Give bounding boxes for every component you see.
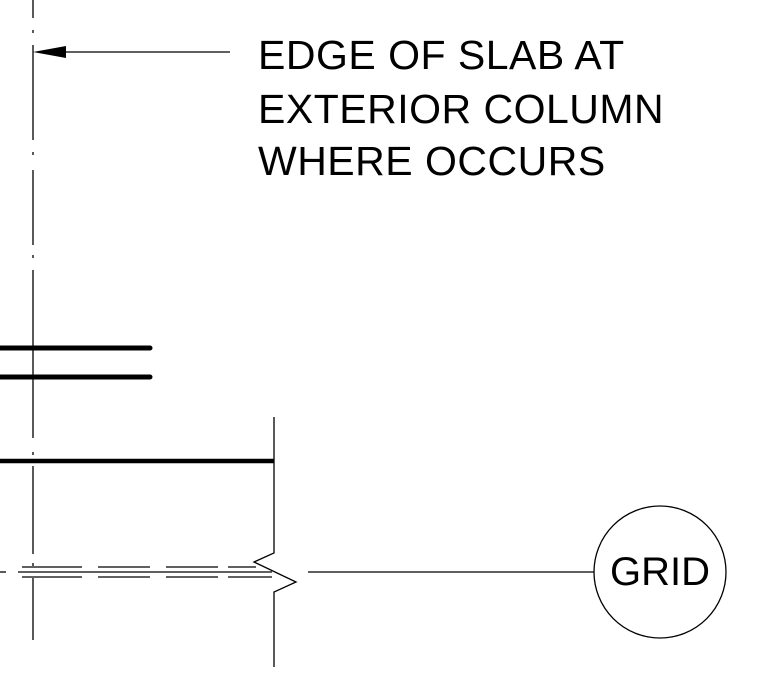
note-line-2: EXTERIOR COLUMN: [258, 86, 665, 132]
arrowhead-icon: [33, 46, 66, 58]
grid-bubble-label: GRID: [610, 550, 710, 594]
grid-bubble-circle: [593, 505, 727, 639]
hidden-lines: [22, 566, 272, 578]
slab-edge-lines: [0, 345, 153, 380]
note-line-3: WHERE OCCURS: [258, 138, 606, 184]
note-line-1: EDGE OF SLAB AT: [258, 32, 625, 78]
break-line: [252, 417, 298, 667]
leader-arrow: [33, 46, 230, 58]
